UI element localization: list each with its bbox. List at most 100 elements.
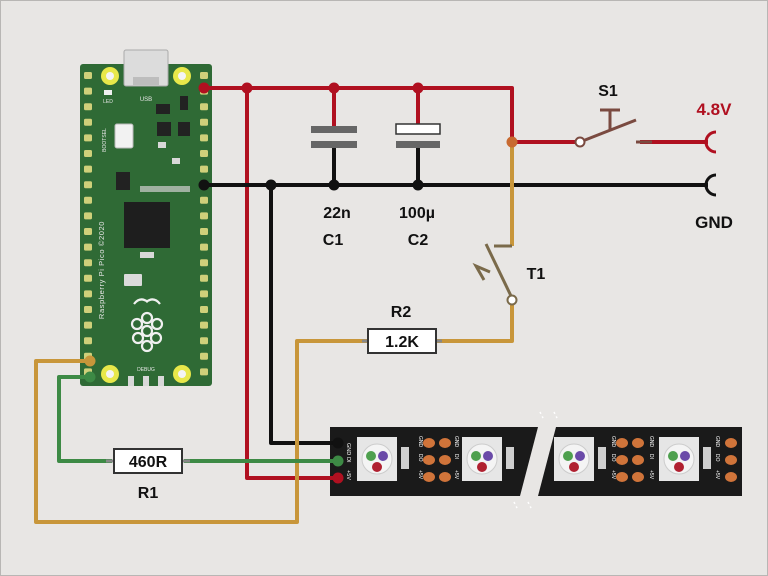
capacitor-c1 [311, 126, 357, 148]
strip-solder-pad [616, 438, 628, 448]
positive-terminal [704, 130, 717, 154]
switch-s1[interactable] [574, 108, 653, 148]
strip-pad-label: GND [345, 443, 351, 455]
data-wire [57, 375, 338, 463]
pico-pin [84, 150, 92, 157]
pico-pin [84, 72, 92, 79]
r2-name-label: R2 [391, 304, 412, 321]
strip-pad-label: +5V [453, 470, 459, 480]
strip-solder-pad [439, 438, 451, 448]
board-name-label: Raspberry Pi Pico ©2020 [97, 221, 106, 319]
led-capacitor [598, 447, 606, 469]
ground-wire [204, 144, 708, 445]
strip-solder-pad [439, 472, 451, 482]
led-red-die [569, 462, 579, 472]
pico-pin [84, 274, 92, 282]
strip-pad-label: DO [714, 454, 720, 462]
led-red-die [477, 462, 487, 472]
pico-pin [200, 368, 208, 376]
pico-pin [200, 290, 208, 298]
pico-pin [200, 150, 208, 157]
bootsel-button[interactable] [114, 123, 134, 149]
pico-pin [84, 228, 92, 235]
pico-pin [200, 118, 208, 126]
strip-pad-label: +5V [714, 470, 720, 480]
pico-pin [200, 212, 208, 220]
raspberry-pi-pico-board: USB LED BOOTSEL Raspberry Pi Pico ©2020 [80, 49, 212, 386]
pico-pin [84, 196, 92, 204]
strip-solder-pad [725, 438, 737, 448]
switch-label: S1 [598, 83, 618, 100]
strip-pad-label: DO [417, 454, 423, 462]
pico-pin [84, 321, 92, 329]
strip-solder-pad [632, 472, 644, 482]
pico-pin [200, 274, 208, 282]
strip-pad-label: +5V [648, 470, 654, 480]
led-red-die [372, 462, 382, 472]
pico-pin [200, 352, 208, 360]
pico-pin [84, 243, 92, 251]
strip-pad-label: +5V [345, 470, 351, 480]
strip-solder-pad [616, 472, 628, 482]
led-capacitor [506, 447, 514, 469]
resistor-r2: 1.2K [362, 328, 442, 354]
led-strip: GND DI +5V GND DO +5V GND DI +5V GND DO … [330, 411, 742, 509]
led-green-die [471, 451, 481, 461]
usb-label: USB [140, 97, 152, 103]
strip-pad-label: DI [648, 454, 654, 459]
strip-solder-pad [616, 455, 628, 465]
led-blue-die [378, 451, 388, 461]
strip-solder-pad [423, 472, 435, 482]
strip-pad-label: GND [610, 436, 616, 448]
debug-label: DEBUG [137, 367, 155, 373]
led-green-die [366, 451, 376, 461]
c2-name-label: C2 [408, 232, 429, 249]
raspberry-logo [130, 298, 164, 353]
led-green-die [668, 451, 678, 461]
strip-pad-label: GND [714, 436, 720, 448]
pico-pin [84, 259, 92, 267]
voltage-label: 4.8V [697, 100, 733, 119]
c1-value-label: 22n [323, 205, 351, 222]
pico-pin [200, 228, 208, 235]
pico-pin [200, 165, 208, 173]
led-label: LED [103, 99, 113, 105]
strip-pad-label: GND [648, 436, 654, 448]
pico-pin [84, 337, 92, 345]
pico-pin [200, 196, 208, 204]
strip-pad-label: GND [417, 436, 423, 448]
strip-solder-pad [725, 455, 737, 465]
strip-pad-label: DI [345, 457, 351, 463]
strip-pad-label: +5V [610, 470, 616, 480]
r1-name-label: R1 [138, 485, 159, 502]
strip-solder-pad [423, 438, 435, 448]
pico-pin [84, 103, 92, 111]
led-blue-die [575, 451, 585, 461]
pico-pin [84, 290, 92, 298]
pico-pin [200, 321, 208, 329]
capacitor-c2 [395, 123, 441, 148]
pico-pin [84, 165, 92, 173]
strip-pad-label: GND [453, 436, 459, 448]
pico-pin [200, 259, 208, 267]
pico-pin [200, 306, 208, 313]
strip-solder-pad [423, 455, 435, 465]
positive-wire [204, 86, 708, 480]
strip-pad-label: DO [610, 454, 616, 462]
transistor-t1 [472, 243, 518, 306]
led-capacitor [703, 447, 711, 469]
pico-pin [200, 134, 208, 142]
led-blue-die [483, 451, 493, 461]
pico-pin [200, 337, 208, 345]
ground-terminal [704, 173, 717, 197]
bootsel-label: BOOTSEL [102, 128, 108, 152]
strip-pad-label: +5V [417, 470, 423, 480]
strip-solder-pad [725, 472, 737, 482]
resistor-r1: 460R [106, 448, 190, 474]
pico-pin [200, 103, 208, 111]
strip-solder-pad [439, 455, 451, 465]
signal-wire [34, 142, 514, 524]
wire-junctions [84, 82, 518, 484]
c1-name-label: C1 [323, 232, 344, 249]
